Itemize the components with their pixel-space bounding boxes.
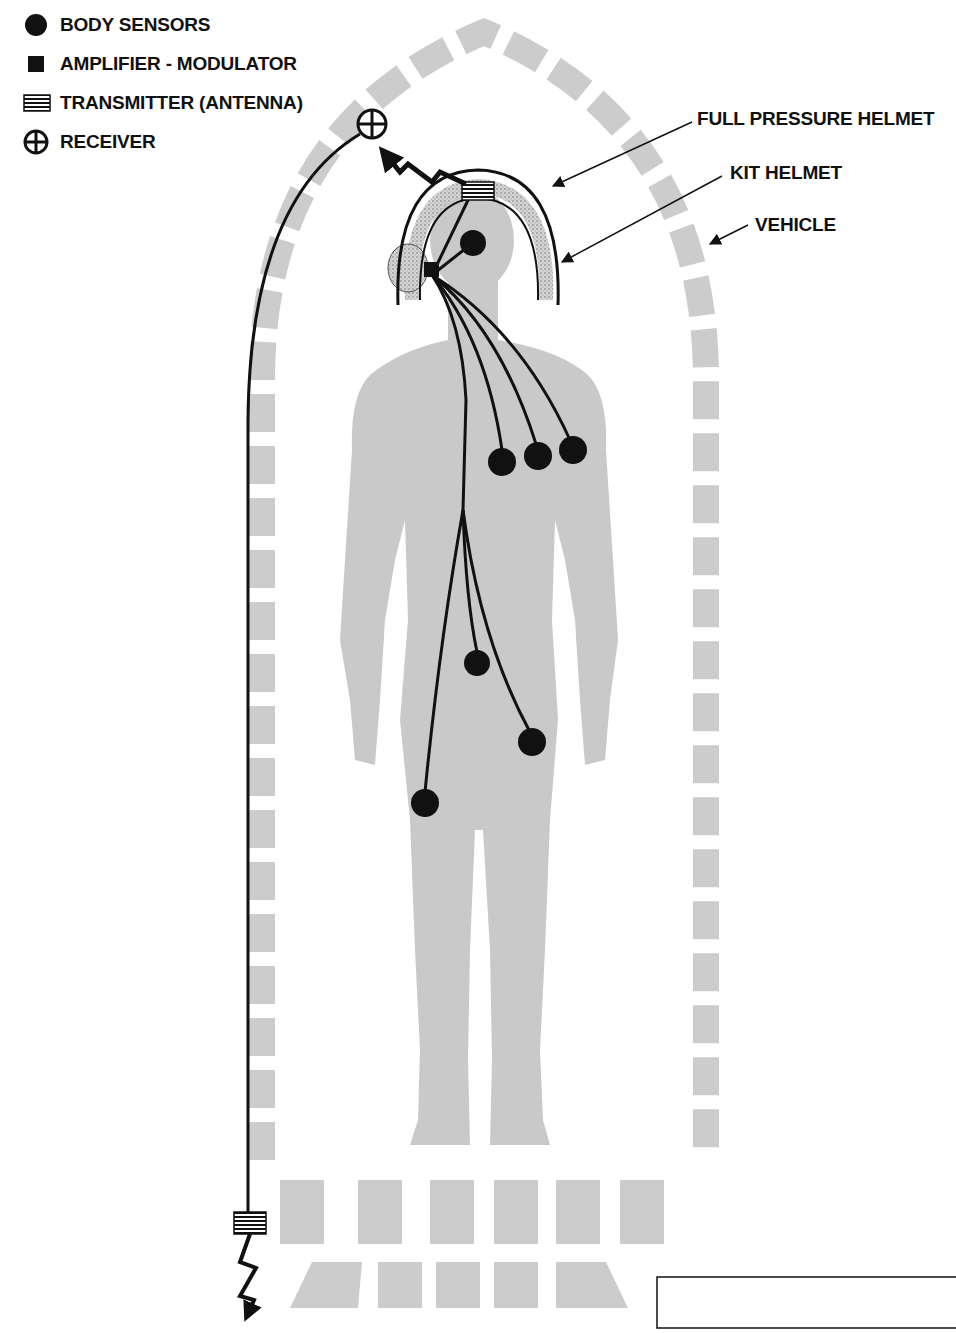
human-figure	[340, 280, 618, 1145]
downlink-signal	[240, 1234, 256, 1318]
kit-helmet	[412, 186, 546, 300]
callout-holder: VEHICLE	[755, 214, 836, 236]
empty-box	[657, 1277, 956, 1328]
callout-label: FULL PRESSURE HELMET	[697, 108, 934, 129]
callout-label: KIT HELMET	[730, 162, 842, 183]
body-sensor	[411, 230, 587, 817]
amplifier-modulator	[424, 262, 439, 277]
vehicle-transmitter	[234, 1212, 266, 1234]
sensor-wires	[248, 134, 570, 1212]
callout-holder: KIT HELMET	[730, 162, 842, 184]
legend-swatch	[22, 12, 52, 38]
helmet-transmitter	[462, 182, 494, 200]
legend-entry: RECEIVER	[22, 129, 156, 155]
callout-holder: FULL PRESSURE HELMET	[697, 108, 934, 130]
leader-lines	[553, 122, 748, 262]
legend-text: BODY SENSORS	[60, 14, 210, 36]
legend-swatch	[22, 51, 52, 77]
vehicle-floor	[280, 1180, 664, 1308]
radio-link	[382, 150, 466, 184]
legend-swatch	[22, 129, 52, 155]
receiver-symbol	[358, 110, 386, 138]
legend-text: AMPLIFIER - MODULATOR	[60, 53, 297, 75]
callout-label: VEHICLE	[755, 214, 836, 235]
legend-entry: TRANSMITTER (ANTENNA)	[22, 90, 303, 116]
legend-entry: BODY SENSORS	[22, 12, 210, 38]
legend-entry: AMPLIFIER - MODULATOR	[22, 51, 297, 77]
full-pressure-helmet	[398, 170, 558, 305]
vehicle-outline	[262, 32, 706, 1160]
legend-swatch	[22, 90, 52, 116]
legend-text: RECEIVER	[60, 131, 156, 153]
legend-text: TRANSMITTER (ANTENNA)	[60, 92, 303, 114]
